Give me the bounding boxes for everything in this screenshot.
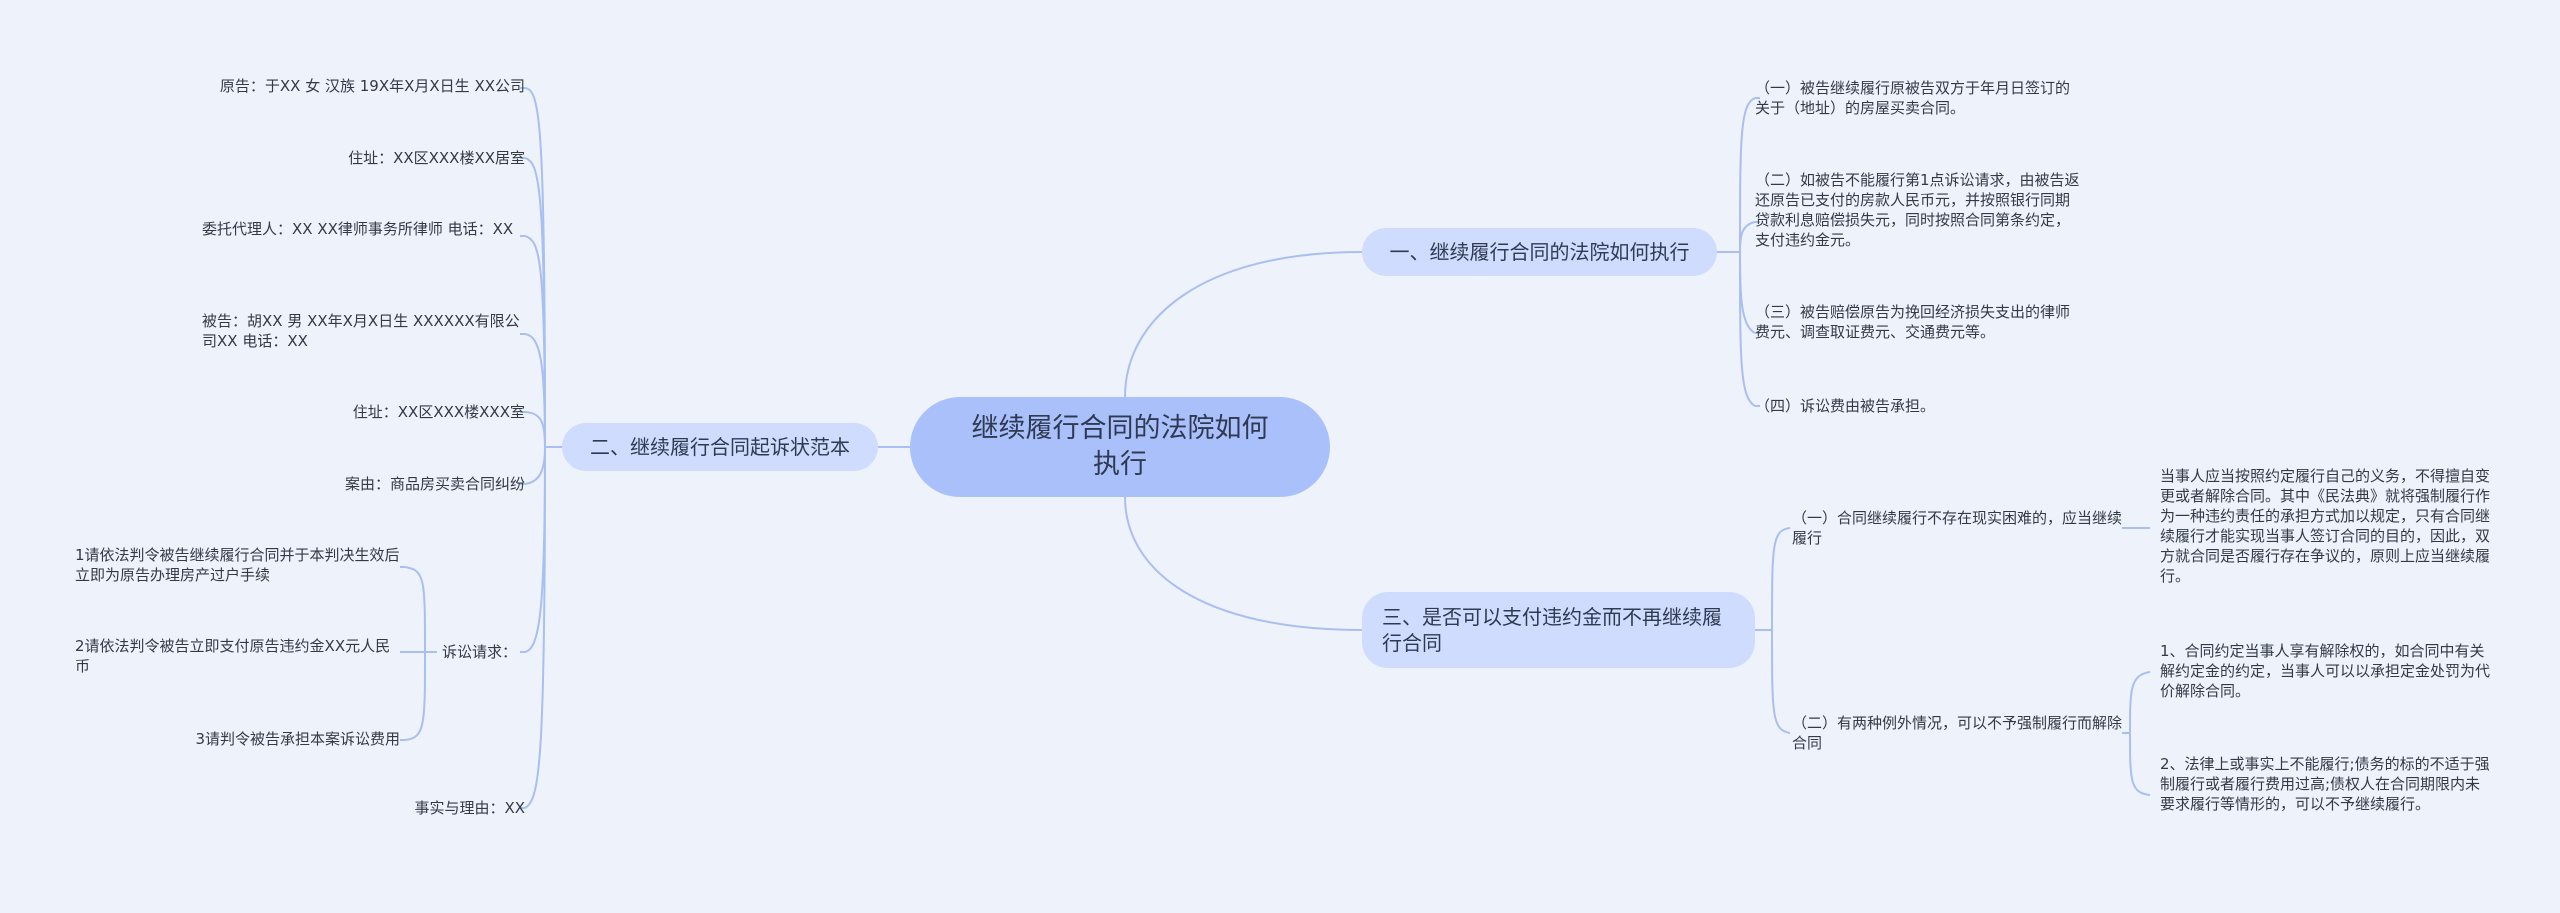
connector-root-b3 [1124,496,1363,631]
claim-2[interactable]: 2请依法判令被告立即支付原告违约金XX元人民币 [75,637,391,675]
b1-leaf-1[interactable]: （一）被告继续履行原被告双方于年月日签订的关于（地址）的房屋买卖合同。 [1755,79,2071,117]
b2-leaf-plaintiff-address[interactable]: 住址：XX区XXX楼XX居室 [348,149,525,167]
branch-1-topic[interactable]: 一、继续履行合同的法院如何执行 [1362,228,1717,276]
root-topic[interactable]: 继续履行合同的法院如何执行 [910,397,1330,497]
branch-2-topic[interactable]: 二、继续履行合同起诉状范本 [562,423,878,471]
b1-leaf-3[interactable]: （三）被告赔偿原告为挽回经济损失支出的律师费元、调查取证费元、交通费元等。 [1755,303,2071,341]
b1-leaf-2[interactable]: （二）如被告不能履行第1点诉讼请求，由被告返还原告已支付的房款人民币元，并按照银… [1755,171,2080,249]
b2-leaf-agent[interactable]: 委托代理人：XX XX律师事务所律师 电话：XX [202,220,514,238]
b3-sub-1[interactable]: （一）合同继续履行不存在现实困难的，应当继续履行 [1792,509,2123,547]
claim-3[interactable]: 3请判令被告承担本案诉讼费用 [195,730,400,748]
b2-leaf-defendant[interactable]: 被告：胡XX 男 XX年X月X日生 XXXXXX有限公司XX 电话：XX [202,312,520,350]
branch-3-topic[interactable]: 三、是否可以支付违约金而不再继续履行合同 [1362,592,1755,668]
b1-leaf-4[interactable]: （四）诉讼费由被告承担。 [1755,397,1936,415]
claim-1[interactable]: 1请依法判令被告继续履行合同并于本判决生效后立即为原告办理房产过户手续 [75,546,400,584]
b3-sub-2[interactable]: （二）有两种例外情况，可以不予强制履行而解除合同 [1792,714,2123,752]
b2-leaf-defendant-address[interactable]: 住址：XX区XXX楼XXX室 [352,403,525,421]
b2-leaf-claims-label[interactable]: 诉讼请求： [441,643,517,661]
b3-sub-2-detail-1[interactable]: 1、合同约定当事人享有解除权的，如合同中有关解约定金的约定，当事人可以以承担定金… [2160,642,2491,700]
b2-leaf-cause[interactable]: 案由：商品房买卖合同纠纷 [344,475,525,493]
b3-sub-1-detail[interactable]: 当事人应当按照约定履行自己的义务，不得擅自变更或者解除合同。其中《民法典》就将强… [2160,467,2491,585]
b3-sub-2-detail-2[interactable]: 2、法律上或事实上不能履行;债务的标的不适于强制履行或者履行费用过高;债权人在合… [2160,755,2490,813]
b2-leaf-facts[interactable]: 事实与理由：XX [414,799,525,817]
connector-root-b1 [1124,251,1363,398]
b2-leaf-plaintiff[interactable]: 原告：于XX 女 汉族 19X年X月X日生 XX公司 [219,77,525,95]
